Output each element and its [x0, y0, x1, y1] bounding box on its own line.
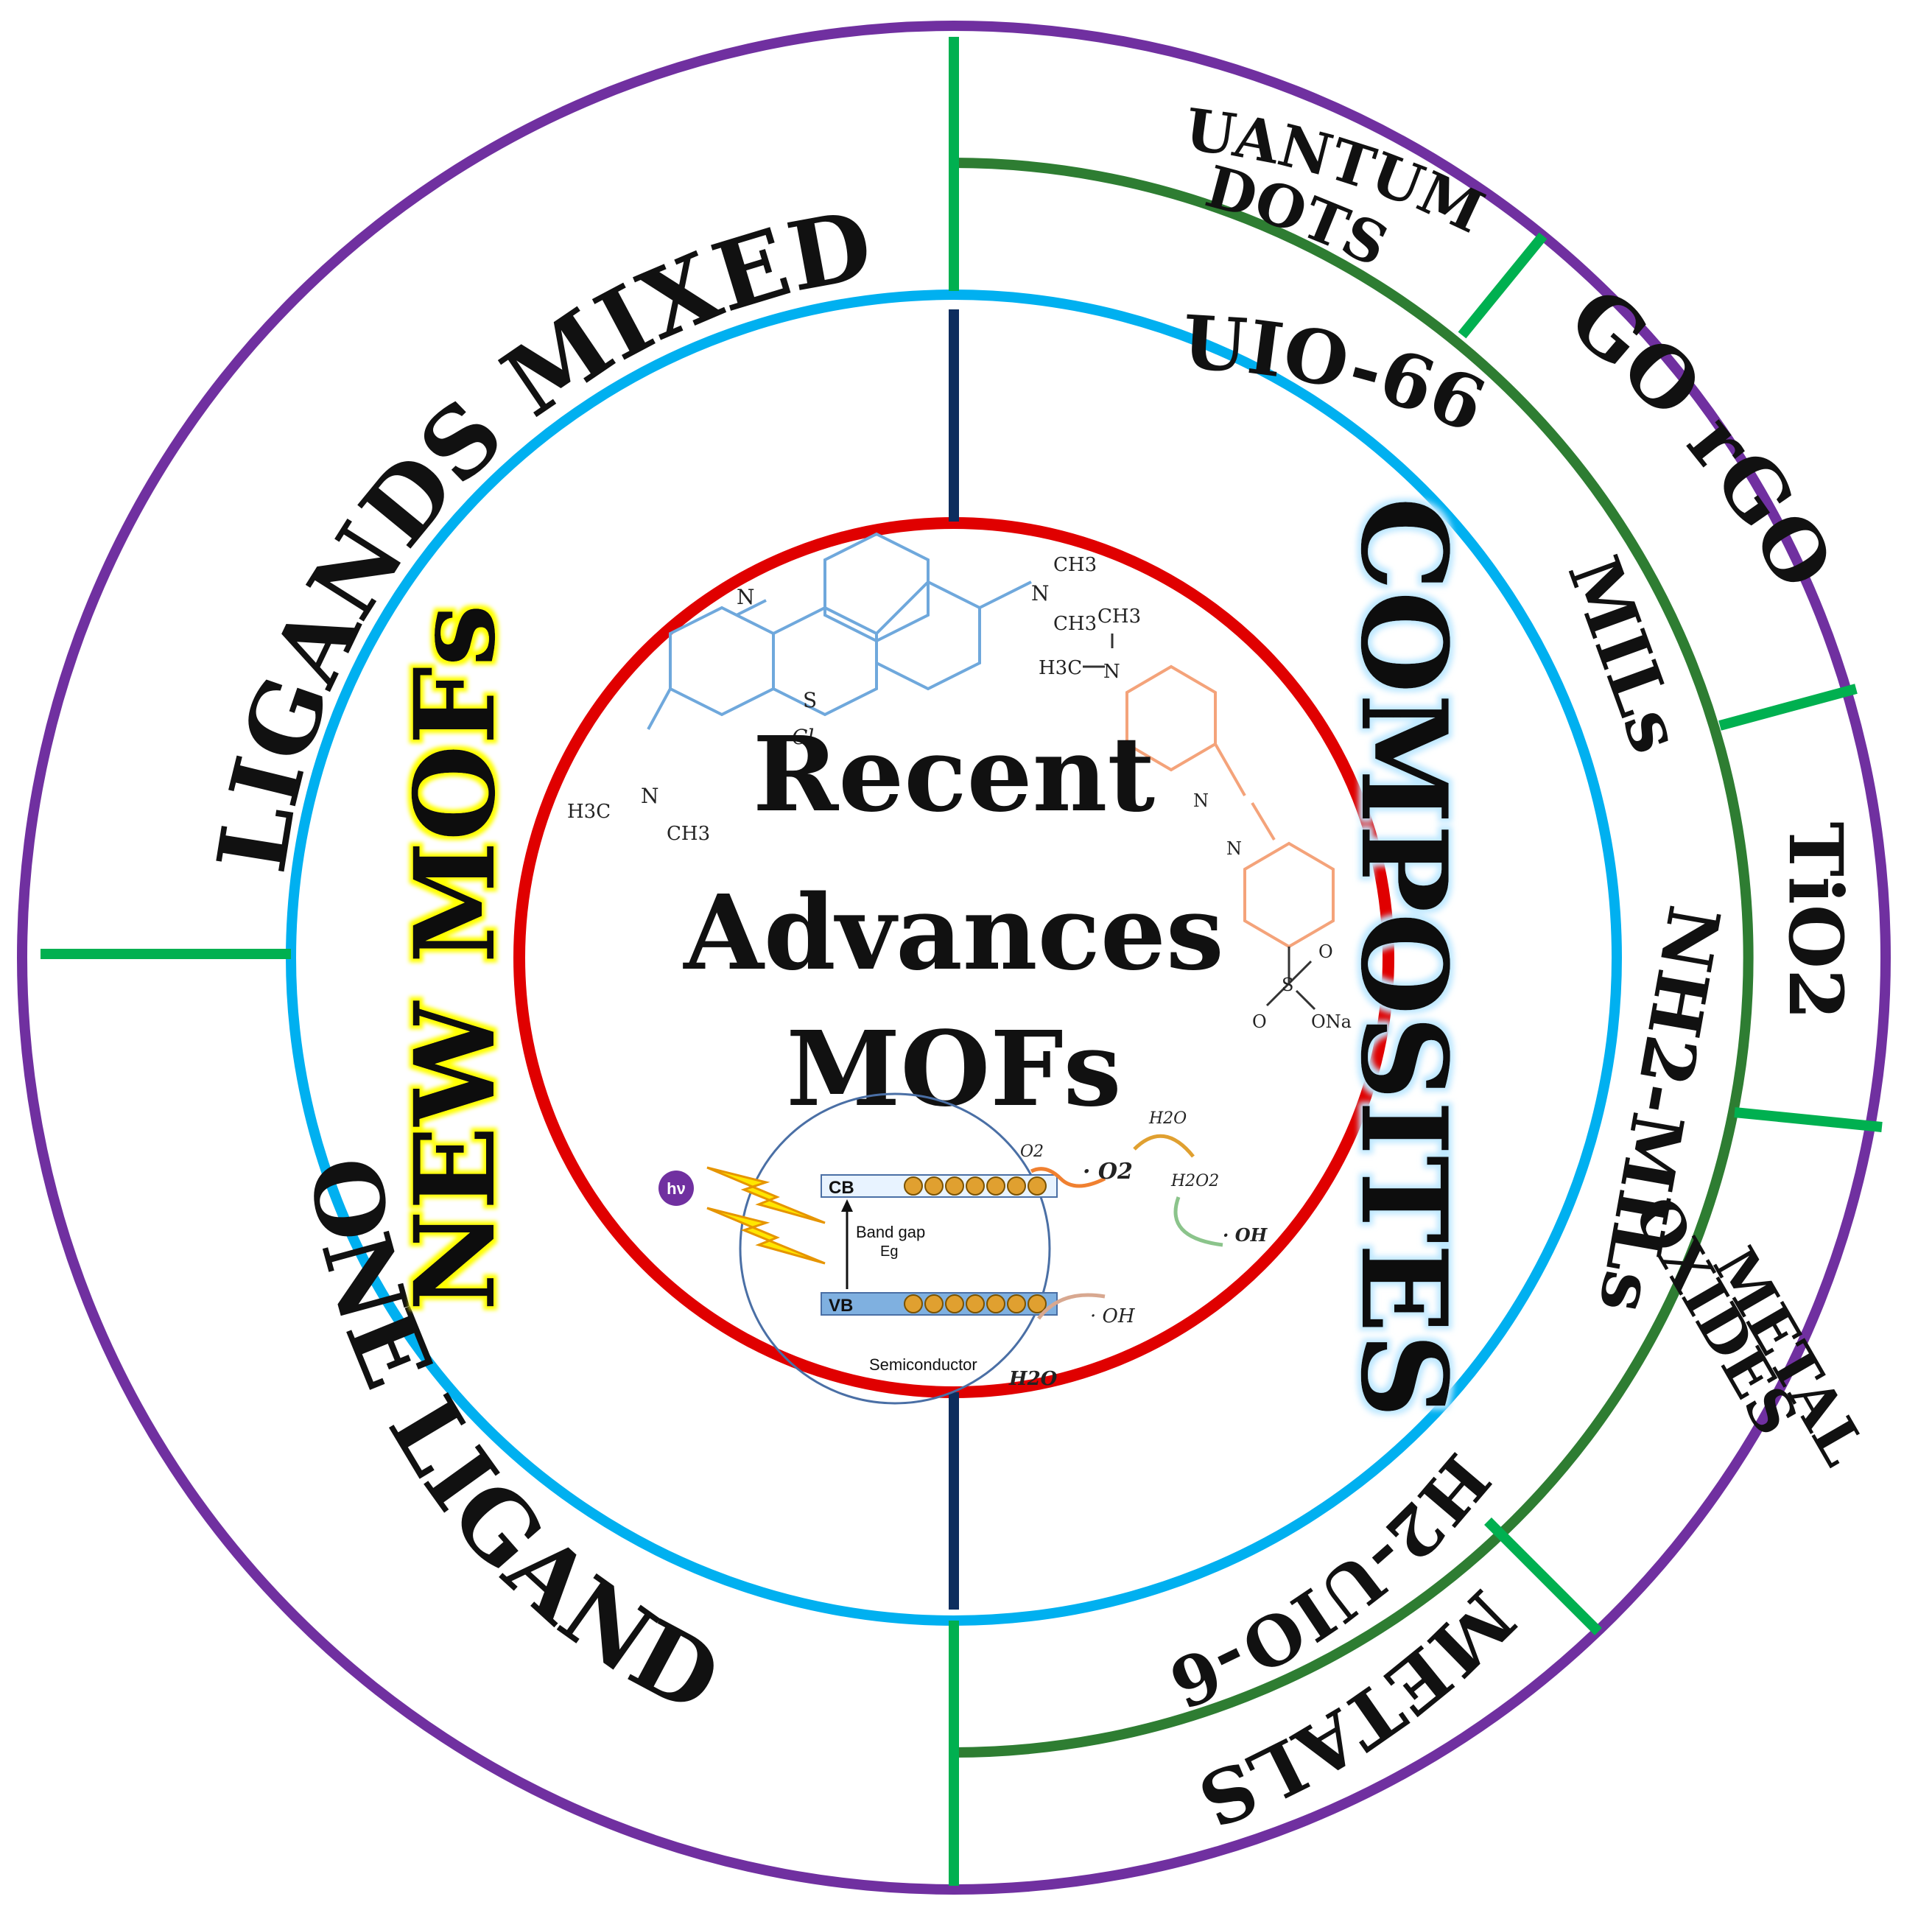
- divider-e2: [1734, 1107, 1883, 1132]
- o2-radical-label: · O2: [1083, 1159, 1133, 1185]
- center-title-line3: MOFs: [786, 1009, 1121, 1130]
- divider-e1: [1718, 684, 1858, 731]
- band-gap-label: Band gap: [856, 1223, 925, 1241]
- center-title-line2: Advances: [682, 873, 1224, 994]
- o2-label: O2: [1020, 1143, 1044, 1161]
- mb-h3c: H3C: [567, 801, 611, 823]
- band-gap-arrowhead: [841, 1199, 853, 1212]
- semiconductor-circle: [739, 1092, 1051, 1405]
- hv-badge: [658, 1171, 694, 1206]
- oh-top-label: · OH: [1223, 1224, 1268, 1246]
- mb-n-left: N: [641, 784, 659, 808]
- divider-ne: [1458, 232, 1548, 339]
- mo-o2: O: [1318, 941, 1333, 962]
- uio66-label: UIO-66: [1180, 298, 1497, 449]
- mo-s: S: [1282, 975, 1293, 995]
- lightning-bolts: [706, 1166, 826, 1265]
- h2o-bottom-label: H2O: [1008, 1368, 1058, 1390]
- semiconductor-label: Semiconductor: [869, 1355, 977, 1374]
- center-title-line1: Recent: [753, 715, 1155, 835]
- divider-se: [1484, 1517, 1602, 1635]
- new-mofs-label: NEW MOFs: [390, 604, 520, 1311]
- tio2-label: TiO2: [1772, 821, 1859, 1020]
- oxidation-arrow: [1037, 1293, 1106, 1320]
- mo-n1: N: [1103, 661, 1120, 683]
- methyl-orange-structure: [1125, 664, 1335, 949]
- eg-label: Eg: [880, 1243, 898, 1260]
- mb-s: S: [803, 688, 817, 712]
- reduction-arrow: [1030, 1167, 1106, 1188]
- methylene-blue-structure: [647, 532, 1032, 730]
- dividers: [41, 37, 1883, 1886]
- mb-n-right: N: [1031, 581, 1050, 606]
- composites-label: COMPOSITES: [1335, 497, 1473, 1418]
- mo-n2: N: [1193, 790, 1209, 811]
- oh-bottom-label: · OH: [1090, 1305, 1136, 1327]
- h2o-top-label: H2O: [1148, 1109, 1187, 1128]
- vb-label: VB: [829, 1296, 853, 1316]
- mb-ch3-c: CH3: [667, 823, 710, 845]
- cb-label: CB: [829, 1178, 854, 1198]
- vb-holes: [904, 1294, 1047, 1313]
- mb-ch3-b: CH3: [1053, 613, 1097, 635]
- h2o2-label: H2O2: [1170, 1172, 1219, 1190]
- cb-electrons: [904, 1176, 1047, 1196]
- mo-ona: ONa: [1311, 1011, 1352, 1032]
- outer-ring: [17, 21, 1891, 1895]
- hv-label: hν: [667, 1179, 686, 1198]
- h2o-arrow: [1133, 1134, 1195, 1158]
- mb-ch3-a: CH3: [1053, 554, 1097, 576]
- mo-ch3-top: CH3: [1097, 606, 1141, 628]
- mo-o1: O: [1252, 1011, 1267, 1032]
- methyl-orange-bonds: [1083, 634, 1316, 1011]
- photocatalysis-schematic: hν CB VB Band gap Eg Semiconductor O2 · …: [658, 1092, 1268, 1405]
- h2o2-arrow: [1173, 1196, 1223, 1247]
- mo-h3c: H3C: [1039, 657, 1082, 679]
- mb-cl: Cl: [792, 725, 814, 749]
- mo-n3: N: [1226, 838, 1242, 859]
- go-rgo-label: GO rGO: [1552, 269, 1852, 604]
- composites-green-ring: [953, 158, 1754, 1758]
- mb-n-top: N: [737, 585, 755, 609]
